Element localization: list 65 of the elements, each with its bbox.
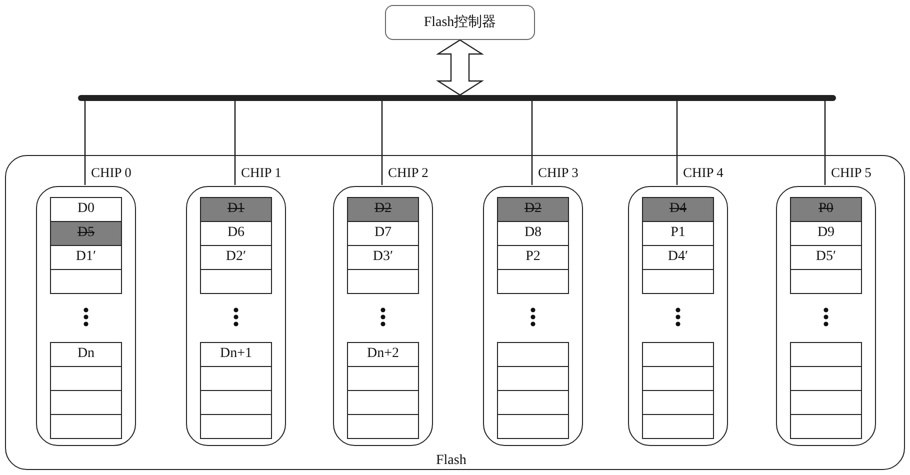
chip-label: CHIP 3 [538,165,578,181]
empty-page-cell [50,269,122,294]
empty-page-cell [50,366,122,391]
connector-line [824,101,826,185]
memory-page-cell: Dn [50,342,122,367]
empty-page-cell [347,414,419,439]
memory-page-cell: Dn+2 [347,342,419,367]
memory-page-cell: Dn+1 [200,342,272,367]
empty-page-cell [50,390,122,415]
empty-page-cell [642,342,714,367]
memory-page-cell: D2 [347,197,419,222]
connector-line [234,101,236,185]
empty-page-cell [642,414,714,439]
empty-page-cell [642,390,714,415]
empty-page-cell [50,414,122,439]
empty-page-cell [642,269,714,294]
memory-page-cell: D6 [200,221,272,246]
connector-line [381,101,383,185]
empty-page-cell [497,390,569,415]
empty-page-cell [200,414,272,439]
bus-bar [78,95,836,101]
memory-page-cell: D3′ [347,245,419,270]
memory-page-cell: D4 [642,197,714,222]
empty-page-cell [347,269,419,294]
connector-line [531,101,533,185]
empty-page-cell [347,390,419,415]
memory-page-cell: P0 [790,197,862,222]
memory-page-cell: D2 [497,197,569,222]
empty-page-cell [497,366,569,391]
memory-page-cell: D1 [200,197,272,222]
memory-page-cell: D1′ [50,245,122,270]
memory-page-cell: D2′ [200,245,272,270]
memory-page-cell: D0 [50,197,122,222]
chip-label: CHIP 0 [91,165,132,181]
empty-page-cell [200,269,272,294]
empty-page-cell [347,366,419,391]
empty-page-cell [790,342,862,367]
double-arrow [436,39,484,96]
controller-box: Flash控制器 [385,5,535,40]
memory-page-cell: D4′ [642,245,714,270]
empty-page-cell [200,390,272,415]
memory-page-cell: P2 [497,245,569,270]
empty-page-cell [790,390,862,415]
empty-page-cell [200,366,272,391]
empty-page-cell [497,269,569,294]
memory-page-cell: D5 [50,221,122,246]
empty-page-cell [497,342,569,367]
memory-page-cell: D9 [790,221,862,246]
chip-label: CHIP 1 [241,165,282,181]
flash-label: Flash [436,453,466,469]
empty-page-cell [497,414,569,439]
memory-page-cell: D5′ [790,245,862,270]
memory-page-cell: D8 [497,221,569,246]
memory-page-cell: D7 [347,221,419,246]
connector-line [84,101,86,185]
flash-box [5,155,905,470]
empty-page-cell [790,366,862,391]
connector-line [676,101,678,185]
chip-label: CHIP 2 [388,165,428,181]
memory-page-cell: P1 [642,221,714,246]
empty-page-cell [790,414,862,439]
empty-page-cell [790,269,862,294]
chip-label: CHIP 4 [683,165,724,181]
chip-label: CHIP 5 [831,165,872,181]
empty-page-cell [642,366,714,391]
